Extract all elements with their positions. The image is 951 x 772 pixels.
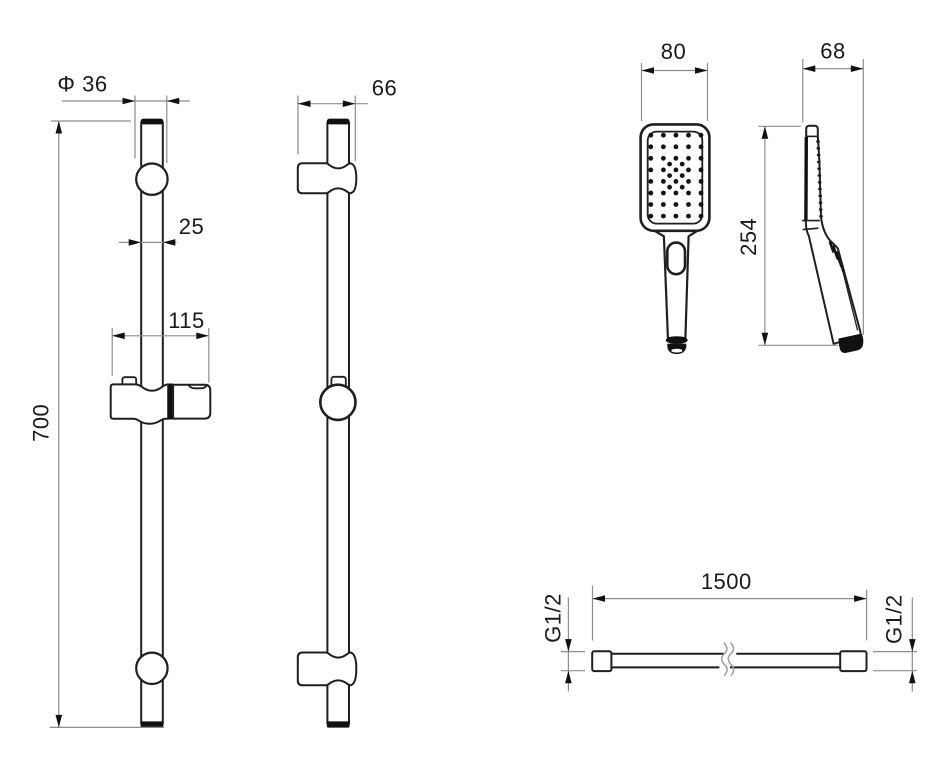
rail-side-bottom-bracket	[298, 653, 357, 686]
rail-side-top-bracket	[298, 163, 357, 193]
dimension-label-tube-diameter: 25	[179, 214, 204, 239]
rail-front-bottom-cap	[141, 721, 164, 727]
dimension-label-rail-height: 700	[29, 404, 54, 442]
dimension-label-holder-width: 115	[168, 308, 205, 333]
dimension-bracket-depth: 66	[297, 76, 397, 162]
dimension-mount-diameter: Φ 36	[57, 72, 190, 164]
rail-side-slider	[320, 377, 355, 420]
slider-clamp-body	[111, 384, 169, 423]
dimension-label-bracket-depth: 66	[372, 76, 397, 101]
hand-shower-side-view	[802, 126, 863, 353]
dimension-label-hand-shower-depth: 68	[820, 39, 845, 64]
dimension-hose-thread-left: G1/2	[541, 593, 586, 691]
rail-front-top-cap	[141, 119, 164, 125]
dimension-hose-length: 1500	[593, 569, 867, 641]
rail-side-view	[298, 119, 357, 728]
dimension-hose-thread-right: G1/2	[873, 594, 917, 691]
dimension-rail-height: 700	[29, 121, 165, 727]
dimension-tube-diameter: 25	[119, 214, 204, 246]
rail-side-top-cap	[327, 119, 350, 125]
hose-break-squiggle-left	[722, 643, 727, 676]
rail-front-slider	[111, 377, 211, 424]
rail-side-bar	[327, 122, 349, 724]
hand-shower-connector	[666, 336, 688, 354]
dimension-label-hose-thread-left: G1/2	[541, 593, 566, 643]
hose-right-fitting	[840, 651, 866, 671]
hose-break-squiggle-right	[728, 643, 733, 676]
hose-left-fitting	[592, 651, 611, 671]
dimension-label-head-width: 80	[661, 39, 686, 64]
dimension-label-hose-thread-right: G1/2	[882, 594, 907, 644]
dimension-hose-thread-left-extension-lines	[561, 652, 585, 671]
slider-holder-body	[173, 385, 210, 419]
rail-front-view	[111, 119, 211, 728]
dimension-label-mount-diameter: Φ 36	[57, 72, 107, 97]
dimension-head-width: 80	[642, 39, 708, 121]
dimension-label-hose-length: 1500	[701, 569, 752, 594]
dimension-hose-thread-right-extension-lines	[873, 652, 917, 671]
rail-front-bottom-mount	[136, 653, 167, 684]
rail-side-slider-knob	[320, 385, 355, 420]
rail-side-bottom-cap	[327, 721, 350, 727]
hand-shower-front-view	[641, 124, 710, 354]
rail-front-top-mount	[136, 164, 167, 195]
dimension-holder-width: 115	[112, 308, 209, 383]
hand-shower-button	[667, 243, 685, 275]
hose-view	[592, 643, 866, 676]
dimension-label-hand-shower-height: 254	[736, 218, 761, 256]
